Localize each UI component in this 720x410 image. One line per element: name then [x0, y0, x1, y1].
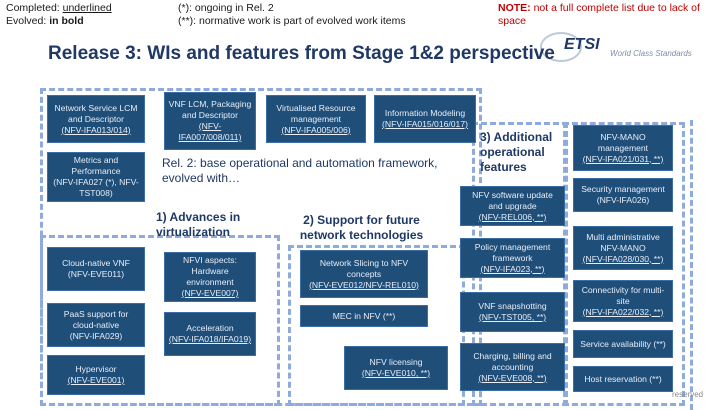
- connectivity-multisite-box[interactable]: Connectivity for multi-site(NFV-IFA022/0…: [573, 280, 673, 322]
- section3-title: 3) Additional operational features: [480, 130, 553, 174]
- hypervisor-box[interactable]: Hypervisor(NFV-EVE001): [47, 355, 145, 395]
- nfv-licensing-box[interactable]: NFV licensing(NFV-EVE010, **): [344, 346, 448, 390]
- section1-title: 1) Advances in virtualization: [156, 210, 241, 239]
- policy-management-box[interactable]: Policy management framework(NFV-IFA023, …: [460, 238, 565, 278]
- virtualised-resource-box[interactable]: Virtualised Resource management(NFV-IFA0…: [266, 95, 366, 143]
- ns-lcm-box[interactable]: Network Service LCM and Descriptor(NFV-I…: [47, 95, 145, 143]
- acceleration-box[interactable]: Acceleration(NFV-IFA018/IFA019): [164, 312, 256, 356]
- panel-divider: [690, 120, 694, 410]
- software-update-box[interactable]: NFV software update and upgrade(NFV-REL0…: [460, 186, 565, 226]
- legend-notes: (*): ongoing in Rel. 2 (**): normative w…: [178, 2, 406, 27]
- logo-swoosh-icon: [540, 32, 582, 62]
- etsi-logo: ETSI World Class Standards: [540, 32, 700, 62]
- multi-admin-mano-box[interactable]: Multi administrative NFV-MANO(NFV-IFA028…: [573, 226, 673, 270]
- vnf-lcm-box[interactable]: VNF LCM, Packaging and Descriptor(NFV-IF…: [164, 92, 256, 150]
- page-title: Release 3: WIs and features from Stage 1…: [48, 43, 555, 64]
- cloud-native-vnf-box[interactable]: Cloud-native VNF(NFV-EVE011): [47, 247, 145, 291]
- rel2-caption: Rel. 2: base operational and automation …: [162, 156, 438, 185]
- mec-in-nfv-box[interactable]: MEC in NFV (**): [300, 305, 428, 327]
- paas-support-box[interactable]: PaaS support for cloud-native(NFV-IFA029…: [47, 303, 145, 347]
- nfv-mano-management-box[interactable]: NFV-MANO management(NFV-IFA021/031, **): [573, 125, 673, 171]
- host-reservation-box[interactable]: Host reservation (**): [573, 366, 673, 392]
- information-modeling-box[interactable]: Information Modeling(NFV-IFA015/016/017): [374, 95, 476, 143]
- section2-title: 2) Support for future network technologi…: [299, 213, 424, 242]
- vnf-snapshotting-box[interactable]: VNF snapshotting(NFV-TST005, **): [460, 292, 565, 332]
- nfvi-hardware-box[interactable]: NFVI aspects: Hardware environment(NFV-E…: [164, 252, 256, 302]
- charging-billing-box[interactable]: Charging, billing and accounting(NFV-EVE…: [460, 343, 565, 391]
- metrics-performance-box[interactable]: Metrics and Performance(NFV-IFA027 (*), …: [47, 152, 145, 202]
- footer-reserved: reserved: [672, 390, 704, 399]
- space-note: NOTE: not a full complete list due to la…: [498, 2, 700, 27]
- service-availability-box[interactable]: Service availability (**): [573, 330, 673, 358]
- network-slicing-box[interactable]: Network Slicing to NFV concepts(NFV-EVE0…: [300, 250, 428, 298]
- security-management-box[interactable]: Security management(NFV-IFA026): [573, 178, 673, 212]
- legend-completed-evolved: Completed: underlined Evolved: in bold: [6, 2, 112, 27]
